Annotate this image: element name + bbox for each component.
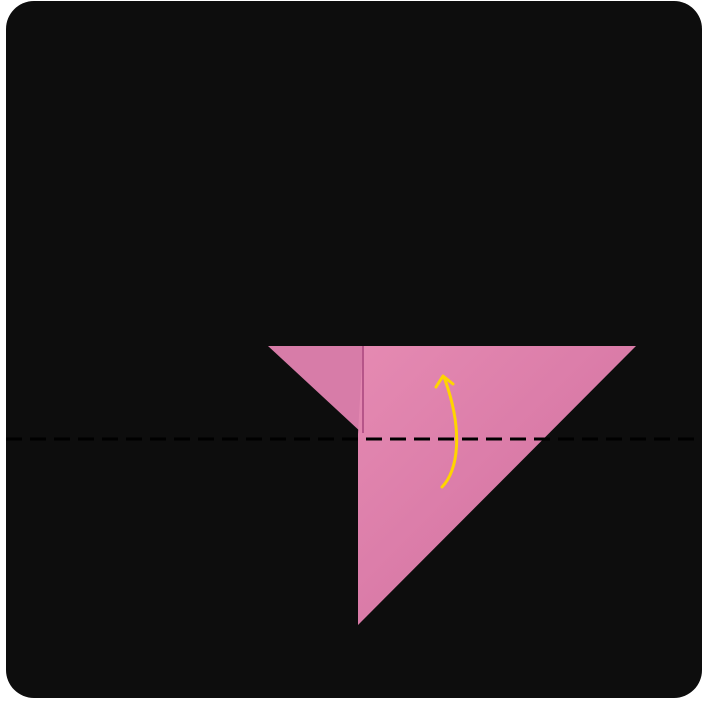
paper-left-flap [268,346,363,434]
origami-canvas [6,1,702,698]
paper-main-triangle [358,346,636,625]
origami-illustration [6,1,702,698]
